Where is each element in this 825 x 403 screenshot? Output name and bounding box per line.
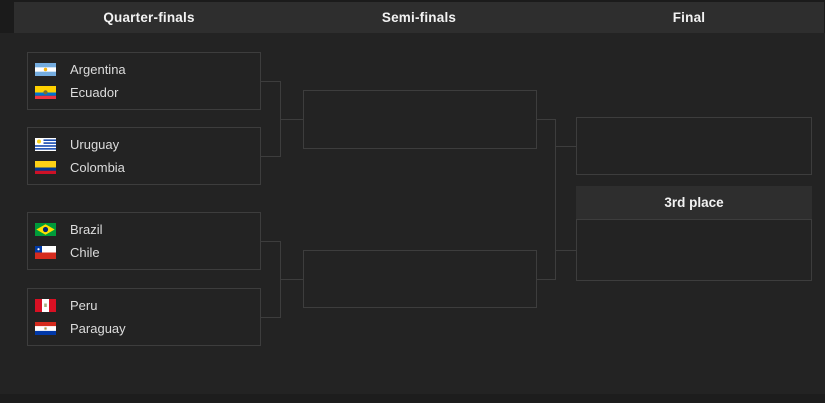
round-title-semi-finals: Semi-finals (381, 10, 457, 25)
round-header-bar: Quarter-finals Semi-finals Final (14, 2, 824, 33)
connector-sf1-out (536, 119, 555, 120)
connector-to-third-place (556, 250, 576, 251)
match-semifinal-2 (303, 250, 537, 308)
connector-to-final (556, 146, 576, 147)
connector-qf1-out (260, 81, 280, 82)
team-name: Argentina (70, 62, 126, 77)
team-name: Chile (70, 245, 100, 260)
team-name: Paraguay (70, 321, 126, 336)
team-row-chile: Chile (28, 241, 260, 264)
team-name: Ecuador (70, 85, 119, 100)
team-name: Uruguay (70, 137, 120, 152)
round-title-final: Final (672, 10, 706, 25)
uruguay-flag-icon (35, 138, 56, 151)
colombia-flag-icon (35, 161, 56, 174)
connector-semis-vertical (555, 119, 556, 280)
team-name: Brazil (70, 222, 103, 237)
team-row-uruguay: Uruguay (28, 133, 260, 156)
connector-to-semifinal-1 (281, 119, 303, 120)
ecuador-flag-icon (35, 86, 56, 99)
team-row-paraguay: Paraguay (28, 317, 260, 340)
brazil-flag-icon (35, 223, 56, 236)
match-quarterfinal-4[interactable]: Peru Paraguay (27, 288, 261, 346)
connector-pair1-vertical (280, 81, 281, 157)
header-strip: Quarter-finals Semi-finals Final (0, 0, 825, 33)
match-semifinal-1 (303, 90, 537, 149)
team-name: Peru (70, 298, 98, 313)
team-row-colombia: Colombia (28, 156, 260, 179)
connector-qf2-out (260, 156, 280, 157)
bottom-strip (0, 394, 825, 403)
match-quarterfinal-3[interactable]: Brazil Chile (27, 212, 261, 270)
round-title-quarter-finals: Quarter-finals (103, 10, 195, 25)
peru-flag-icon (35, 299, 56, 312)
connector-sf2-out (536, 279, 555, 280)
paraguay-flag-icon (35, 322, 56, 335)
third-place-label: 3rd place (664, 195, 724, 210)
team-name: Colombia (70, 160, 125, 175)
connector-qf4-out (260, 317, 280, 318)
third-place-header: 3rd place (576, 186, 812, 219)
match-third-place (576, 219, 812, 281)
team-row-peru: Peru (28, 294, 260, 317)
team-row-argentina: Argentina (28, 58, 260, 81)
match-final (576, 117, 812, 175)
match-quarterfinal-1[interactable]: Argentina Ecuador (27, 52, 261, 110)
connector-to-semifinal-2 (281, 279, 303, 280)
chile-flag-icon (35, 246, 56, 259)
connector-qf3-out (260, 241, 280, 242)
connector-pair2-vertical (280, 241, 281, 318)
match-quarterfinal-2[interactable]: Uruguay Colombia (27, 127, 261, 185)
team-row-ecuador: Ecuador (28, 81, 260, 104)
argentina-flag-icon (35, 63, 56, 76)
team-row-brazil: Brazil (28, 218, 260, 241)
